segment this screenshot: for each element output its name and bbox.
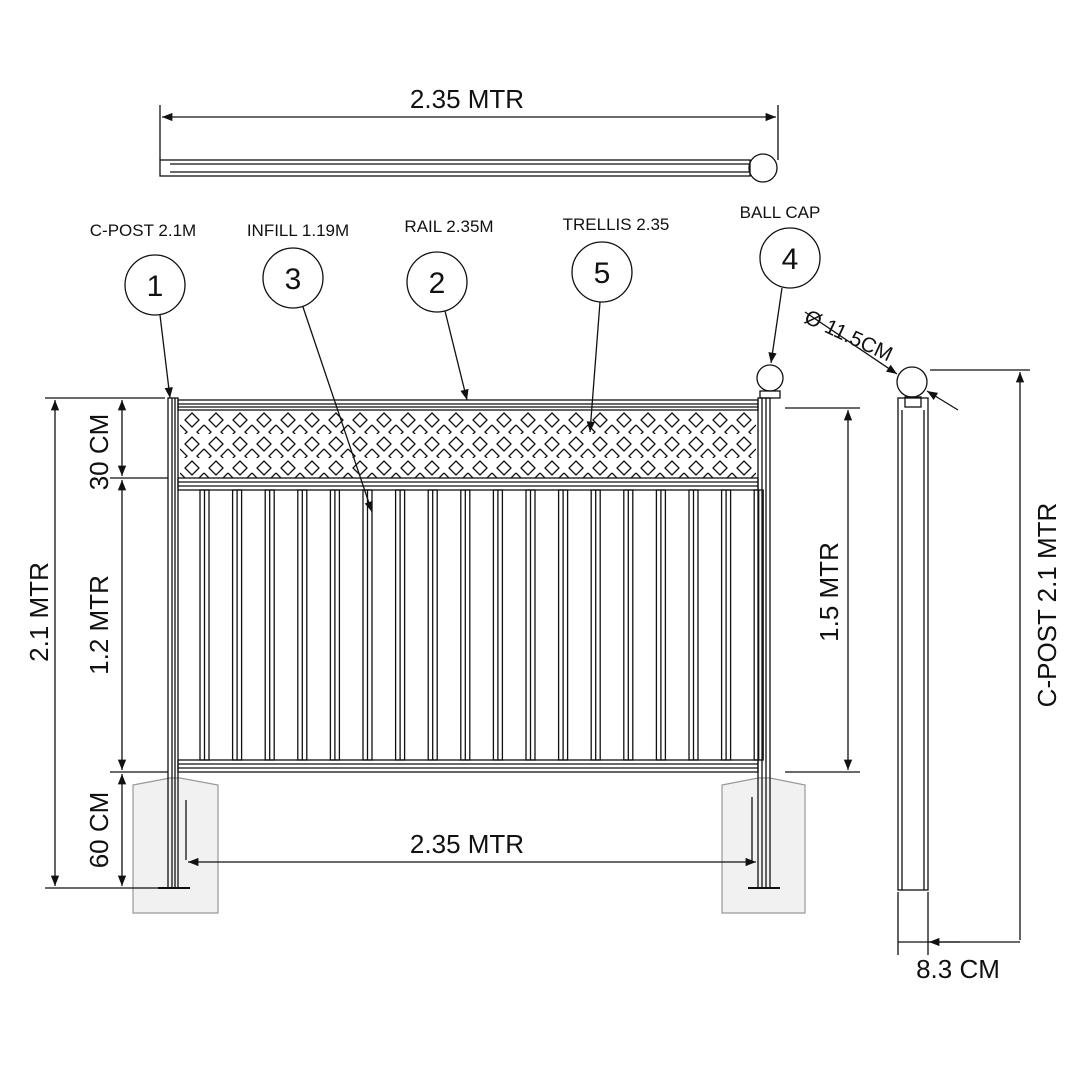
above-ground-dimension: 1.5 MTR <box>785 407 860 773</box>
callout-number-1: 1 <box>147 270 164 303</box>
bottom-rail <box>177 759 759 773</box>
left-dimensions: 2.1 MTR 30 CM 1.2 MTR 60 CM <box>24 397 168 889</box>
fence-panel <box>167 364 784 889</box>
above-ground-label: 1.5 MTR <box>814 542 844 642</box>
panel-width-label: 2.35 MTR <box>410 829 524 859</box>
ball-cap <box>756 364 784 392</box>
infill-pickets <box>199 489 764 761</box>
rail-length-label: 2.35 MTR <box>410 84 524 114</box>
callout-number-2: 2 <box>429 267 446 300</box>
ball-cap-side <box>896 366 928 398</box>
trellis-height-label: 30 CM <box>84 414 114 491</box>
ball-diameter-label: Ø 11.5CM <box>801 306 896 367</box>
callout-label-trellis: TRELLIS 2.35 <box>563 215 670 234</box>
callouts: C-POST 2.1M 1 INFILL 1.19M 3 RAIL 2.35M … <box>90 203 821 513</box>
trellis-lattice <box>180 410 756 478</box>
callout-number-4: 4 <box>782 243 799 276</box>
callout-number-3: 3 <box>285 263 302 296</box>
left-post <box>167 397 179 889</box>
total-height-label: 2.1 MTR <box>24 562 54 662</box>
callout-circle-4 <box>759 227 821 289</box>
footing-right <box>721 777 806 914</box>
callout-label-cpost: C-POST 2.1M <box>90 221 196 240</box>
callout-label-infill: INFILL 1.19M <box>247 221 349 240</box>
callout-circle-1 <box>124 254 186 316</box>
post-length-label: C-POST 2.1 MTR <box>1032 503 1062 708</box>
callout-number-5: 5 <box>594 257 611 290</box>
infill-height-label: 1.2 MTR <box>84 575 114 675</box>
callout-label-rail: RAIL 2.35M <box>404 217 493 236</box>
callout-circle-2 <box>406 251 468 313</box>
footing-depth-label: 60 CM <box>84 792 114 869</box>
rail-top-view: 2.35 MTR <box>159 84 779 183</box>
callout-circle-5 <box>571 241 633 303</box>
top-rail <box>177 399 759 411</box>
post-width-label: 8.3 CM <box>916 954 1000 984</box>
ball-cap-top-view <box>748 153 778 183</box>
mid-rail <box>177 477 759 491</box>
callout-label-ballcap: BALL CAP <box>740 203 821 222</box>
callout-circle-3 <box>262 247 324 309</box>
